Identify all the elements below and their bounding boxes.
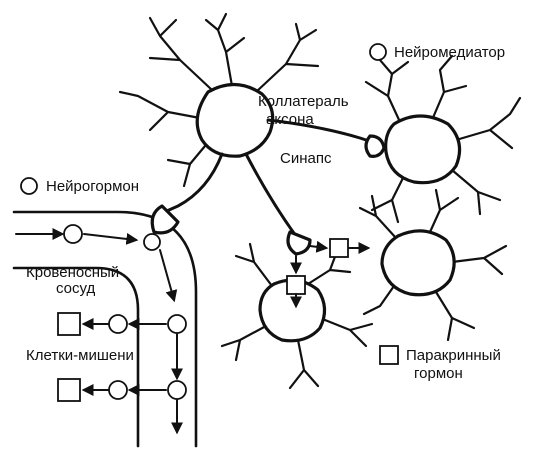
synapse-label: Синапс bbox=[280, 150, 332, 167]
paracrine-square-2 bbox=[286, 275, 306, 295]
main-neuron bbox=[118, 12, 386, 256]
synapse-terminal bbox=[364, 134, 386, 158]
neurohormone-circle-2 bbox=[143, 233, 161, 251]
lower-right-neuron bbox=[358, 188, 508, 342]
right-neuron-soma bbox=[384, 114, 462, 185]
axon-to-lower-neuron bbox=[244, 152, 298, 238]
blood-vessel-inner-wall bbox=[12, 266, 140, 448]
paracrine-secretion bbox=[286, 238, 371, 309]
axon-terminal-vessel bbox=[150, 204, 180, 235]
neurohormone-circle-3 bbox=[167, 314, 187, 334]
blood-vessel-outer-wall bbox=[12, 210, 198, 448]
lower-right-neuron-soma bbox=[380, 229, 456, 297]
target-cell-square-2 bbox=[57, 378, 81, 402]
neurohormone-circle-4 bbox=[167, 380, 187, 400]
paracrine-label-line1: Паракринный bbox=[406, 347, 501, 364]
axon-collateral-label-line1: Коллатераль bbox=[258, 93, 349, 110]
target-cells-label: Клетки-мишени bbox=[26, 347, 134, 364]
lower-middle-neuron bbox=[220, 242, 374, 390]
neurohormone-circle-1 bbox=[63, 224, 83, 244]
neurohormone-legend-circle bbox=[20, 177, 38, 195]
lower-middle-neuron-soma bbox=[258, 278, 327, 343]
vessel-inflow bbox=[15, 224, 178, 303]
blood-vessel-label-line1: Кровеносный bbox=[26, 264, 119, 281]
axon-terminal-lower bbox=[286, 230, 312, 256]
target-circle-2 bbox=[108, 380, 128, 400]
target-cell-square-1 bbox=[57, 312, 81, 336]
blood-vessel bbox=[12, 210, 198, 448]
axon-to-vessel bbox=[158, 152, 224, 216]
axon-collateral bbox=[266, 118, 380, 146]
neurotransmitter-legend-circle bbox=[369, 43, 387, 61]
main-neuron-soma bbox=[195, 82, 275, 158]
paracrine-label-line2: гормон bbox=[414, 365, 463, 382]
neurohormone-label: Нейрогормон bbox=[46, 178, 139, 195]
neurotransmitter-label: Нейромедиатор bbox=[394, 44, 505, 61]
blood-vessel-label-line2: сосуд bbox=[56, 280, 96, 297]
axon-collateral-label-line2: аксона bbox=[266, 111, 314, 128]
paracrine-legend-square bbox=[379, 345, 399, 365]
paracrine-square-1 bbox=[329, 238, 349, 258]
target-cells bbox=[57, 312, 167, 402]
target-circle-1 bbox=[108, 314, 128, 334]
right-neuron bbox=[364, 54, 522, 224]
vessel-flow bbox=[167, 314, 187, 435]
